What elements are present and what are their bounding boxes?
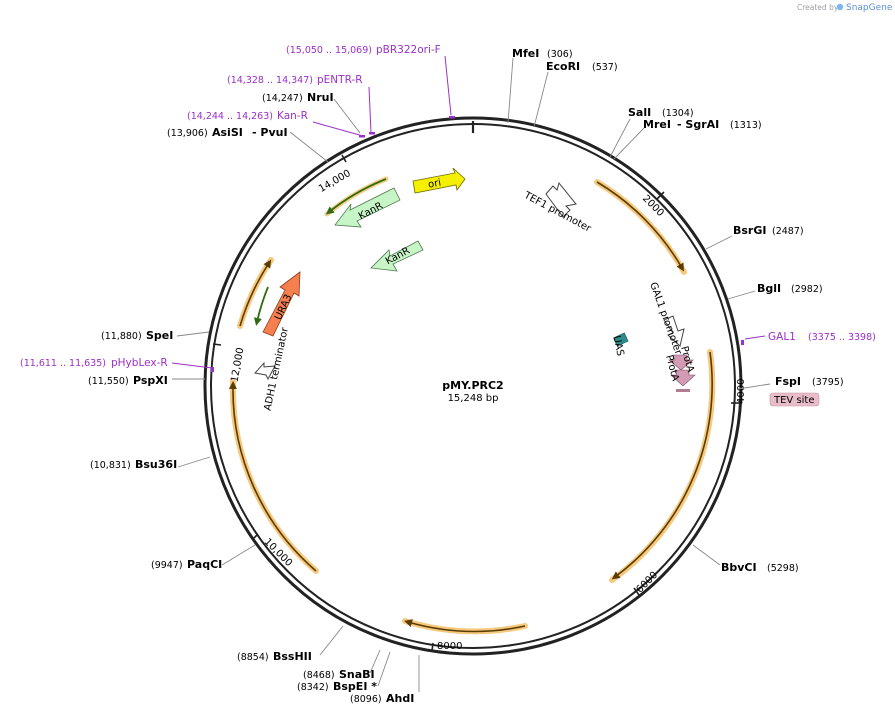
plasmid-name: pMY.PRC2 bbox=[442, 379, 503, 392]
orf-arc-4 bbox=[228, 381, 317, 572]
tick-14000-mark bbox=[341, 154, 347, 163]
ura3-feature bbox=[262, 271, 301, 337]
tick-12000: 12,000 bbox=[230, 347, 247, 383]
primer-leaders bbox=[171, 55, 766, 369]
kanr-label-2: KanR bbox=[384, 245, 412, 267]
enzyme-ahdi-pos: (8096) bbox=[350, 694, 382, 705]
tick-8000-mark bbox=[431, 642, 434, 652]
enzyme-ahdi-name: AhdI bbox=[386, 692, 414, 705]
tick-2000-mark bbox=[656, 191, 665, 200]
enzyme-bsshii-pos: (8854) bbox=[237, 652, 269, 663]
tick-4000: 4000 bbox=[736, 379, 747, 404]
tick-6000-mark bbox=[633, 587, 640, 596]
orf-green-2 bbox=[325, 178, 387, 215]
enzyme-spei-pos: (11,880) bbox=[101, 331, 142, 342]
enzyme-spei-name: SpeI bbox=[146, 329, 173, 342]
enzyme-bsu36i-pos: (10,831) bbox=[90, 460, 131, 471]
enzyme-mrei-pos: (1313) bbox=[730, 120, 762, 131]
prota-feature-1 bbox=[668, 354, 694, 371]
orf-arc-1-band bbox=[594, 179, 687, 275]
enzyme-asisi-pos: (13,906) bbox=[167, 128, 208, 139]
enzyme-bsrgi-pos: (2487) bbox=[772, 226, 804, 237]
enzyme-bsshii-name: BssHII bbox=[273, 650, 312, 663]
primer-gal1-name: GAL1 bbox=[768, 331, 796, 343]
gal1-promoter-arrow-icon bbox=[663, 315, 685, 347]
enzyme-ecori-pos: (537) bbox=[592, 62, 618, 73]
tev-site-mark bbox=[676, 389, 690, 392]
enzyme-paqci-pos: (9947) bbox=[151, 560, 183, 571]
orf-arc-3 bbox=[404, 619, 526, 633]
plasmid-length: 15,248 bp bbox=[448, 393, 499, 404]
enzyme-snabi-name: SnaBI bbox=[339, 668, 375, 681]
watermark-brand: SnapGene bbox=[846, 3, 893, 13]
enzyme-sali-pos: (1304) bbox=[662, 108, 694, 119]
primer-pbr322ori-name: pBR322ori-F bbox=[376, 44, 441, 56]
ori-feature bbox=[412, 167, 466, 194]
enzyme-fspi-pos: (3795) bbox=[812, 377, 844, 388]
snapgene-logo-icon bbox=[836, 3, 844, 11]
primer-pbr322ori-range: (15,050 .. 15,069) bbox=[286, 45, 372, 56]
orf-arc-2 bbox=[611, 351, 713, 580]
uas-feature bbox=[613, 332, 629, 347]
gal1-promoter-label: GAL1 promoter bbox=[647, 281, 684, 357]
enzyme-leaders bbox=[172, 57, 771, 692]
tick-10000-mark bbox=[251, 533, 259, 541]
enzyme-pspxi-pos: (11,550) bbox=[88, 376, 129, 387]
enzyme-ecori-name: EcoRI bbox=[546, 60, 580, 73]
backbone-outer bbox=[203, 116, 743, 656]
prota-feature-2 bbox=[670, 369, 696, 387]
enzyme-pvui-name: - PvuI bbox=[252, 126, 288, 139]
tev-site-label: TEV site bbox=[773, 395, 815, 406]
primer-marks bbox=[211, 116, 744, 372]
enzyme-mfei-pos: (306) bbox=[547, 49, 573, 60]
primer-kanr-range: (14,244 .. 14,263) bbox=[187, 111, 273, 122]
enzyme-bsrgi-name: BsrGI bbox=[733, 224, 766, 237]
enzyme-bgli-name: BglI bbox=[757, 282, 781, 295]
orf-arc-5 bbox=[239, 259, 272, 327]
primer-phyblex-name: pHybLex-R bbox=[111, 357, 168, 369]
tick-8000: 8000 bbox=[437, 641, 462, 652]
primer-pentr-range: (14,328 .. 14,347) bbox=[227, 75, 313, 86]
orf-green-1 bbox=[253, 286, 269, 326]
enzyme-pspxi-name: PspXI bbox=[133, 374, 168, 387]
adh1-terminator-arrow-icon bbox=[254, 361, 276, 381]
primer-pentr-name: pENTR-R bbox=[317, 74, 363, 86]
primer-kanr-name: Kan-R bbox=[277, 110, 308, 122]
enzyme-bbvci-name: BbvCI bbox=[721, 561, 757, 574]
enzyme-bbvci-pos: (5298) bbox=[767, 563, 799, 574]
tev-site-badge bbox=[769, 392, 820, 407]
enzyme-nrui-name: NruI bbox=[307, 91, 334, 104]
ori-label: ori bbox=[427, 178, 442, 191]
primer-phyblex-range: (11,611 .. 11,635) bbox=[20, 358, 106, 369]
enzyme-snabi-pos: (8468) bbox=[303, 670, 335, 681]
enzyme-paqci-name: PaqCI bbox=[187, 558, 222, 571]
tick-12000-mark bbox=[212, 343, 222, 346]
primer-gal1-range: (3375 .. 3398) bbox=[808, 332, 876, 343]
enzyme-asisi-name: AsiSI bbox=[212, 126, 243, 139]
enzyme-mrei-name: MreI bbox=[643, 118, 671, 131]
kanr-feature-1 bbox=[334, 187, 401, 228]
enzyme-nrui-pos: (14,247) bbox=[262, 93, 303, 104]
enzyme-mfei-name: MfeI bbox=[512, 47, 539, 60]
kanr-feature-2 bbox=[370, 240, 424, 272]
tef1-promoter-arrow-icon bbox=[545, 181, 577, 218]
enzyme-sgrai-name: - SgrAI bbox=[677, 118, 719, 131]
enzyme-bgli-pos: (2982) bbox=[791, 284, 823, 295]
enzyme-bspei-pos: (8342) bbox=[297, 682, 329, 693]
uas-label: UAS bbox=[611, 335, 626, 357]
enzyme-bspei-name: BspEI * bbox=[333, 680, 377, 693]
watermark-prefix: Created by bbox=[797, 3, 839, 12]
enzyme-fspi-name: FspI bbox=[775, 375, 801, 388]
orf-arc-1 bbox=[596, 181, 685, 272]
enzyme-sali-name: SalI bbox=[628, 106, 651, 119]
enzyme-bsu36i-name: Bsu36I bbox=[135, 458, 177, 471]
